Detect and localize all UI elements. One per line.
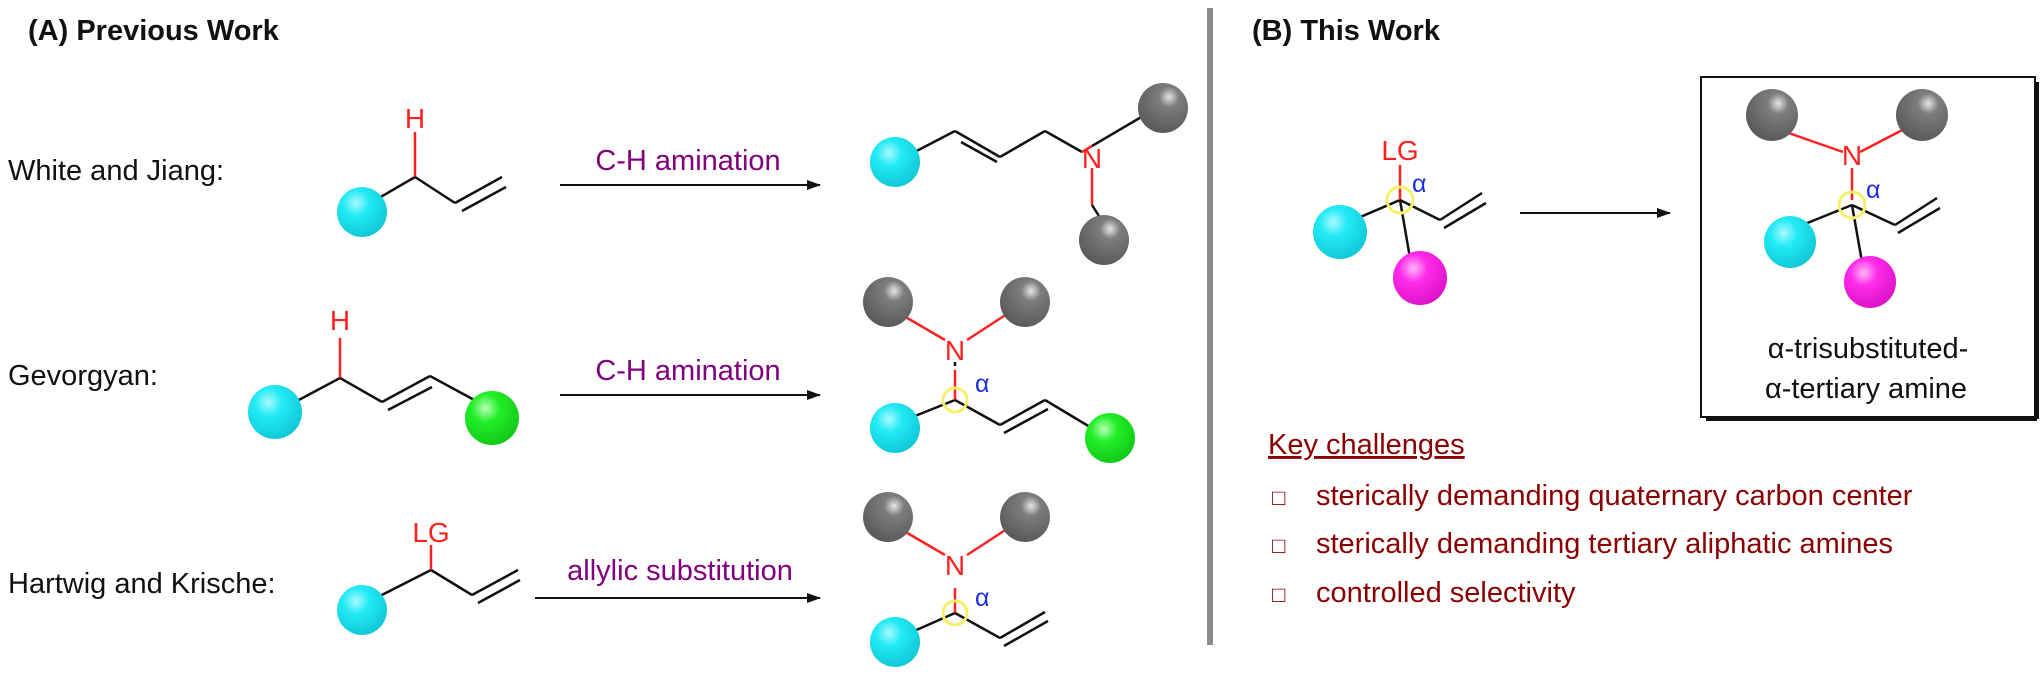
green-substituent-ball: [1085, 413, 1135, 463]
cyan-substituent-ball: [1764, 216, 1816, 268]
row-label: White and Jiang:: [8, 155, 224, 187]
product-nitrogen: N: [1082, 143, 1102, 174]
reagent-molecule: [371, 545, 521, 605]
cyan-substituent-ball: [337, 187, 387, 237]
green-substituent-ball: [465, 391, 519, 445]
gray-amine-substituent-ball: [1138, 83, 1188, 133]
challenge-item: controlled selectivity: [1316, 577, 1576, 609]
arrow-label: allylic substitution: [567, 555, 793, 587]
alpha-label: α: [1412, 170, 1426, 198]
key-challenges: Key challenges □ sterically demanding qu…: [1268, 429, 1913, 609]
gray-amine-substituent-ball: [1746, 89, 1798, 141]
gray-amine-substituent-ball: [1896, 89, 1948, 141]
gray-amine-substituent-ball: [1000, 492, 1050, 542]
reagent-molecule: [371, 132, 507, 213]
cyan-substituent-ball: [1313, 205, 1367, 259]
alpha-carbon-highlight: [1837, 190, 1867, 220]
row-white-jiang: White and Jiang: H C-H amination: [8, 83, 1188, 265]
row-label: Gevorgyan:: [8, 360, 158, 392]
challenges-title: Key challenges: [1268, 429, 1465, 461]
challenge-item: sterically demanding tertiary aliphatic …: [1316, 528, 1893, 560]
alpha-label: α: [1866, 176, 1880, 204]
challenge-item: sterically demanding quaternary carbon c…: [1316, 480, 1913, 512]
panel-b-title: (B) This Work: [1252, 15, 1441, 47]
row-label: Hartwig and Krische:: [8, 568, 276, 600]
alpha-carbon-highlight: [941, 599, 969, 627]
alpha-label: α: [975, 584, 989, 612]
product-caption-line-1: α-trisubstituted-: [1768, 333, 1969, 365]
cyan-substituent-ball: [248, 385, 302, 439]
arrow-label: C-H amination: [595, 355, 780, 387]
cyan-substituent-ball: [870, 617, 920, 667]
gray-amine-substituent-ball: [863, 492, 913, 542]
product-molecule: [1779, 124, 1941, 263]
product-caption-line-2: α-tertiary amine: [1765, 373, 1967, 405]
panel-a-previous-work: (A) Previous Work White and Jiang: H C-H…: [8, 15, 1188, 667]
row-gevorgyan: Gevorgyan: H C-H amination: [8, 277, 1135, 463]
product-nitrogen: N: [1842, 140, 1862, 171]
product-nitrogen: N: [945, 335, 965, 366]
alpha-carbon-highlight: [941, 386, 969, 414]
cyan-substituent-ball: [870, 137, 920, 187]
product-molecule: [896, 525, 1049, 648]
arrow-label: C-H amination: [595, 145, 780, 177]
magenta-substituent-ball: [1393, 251, 1447, 305]
panel-b-this-work: (B) This Work LG α: [1252, 15, 2039, 609]
product-nitrogen: N: [945, 550, 965, 581]
cyan-substituent-ball: [870, 403, 920, 453]
product-molecule: [896, 310, 1096, 435]
gray-amine-substituent-ball: [1000, 277, 1050, 327]
magenta-substituent-ball: [1844, 256, 1896, 308]
gray-amine-substituent-ball: [1079, 215, 1129, 265]
gray-amine-substituent-ball: [863, 277, 913, 327]
reagent-leaving-group: LG: [412, 517, 449, 548]
reagent-hydrogen: H: [405, 103, 425, 134]
challenge-bullet: □: [1272, 533, 1285, 558]
cyan-substituent-ball: [337, 585, 387, 635]
alpha-carbon-highlight: [1385, 185, 1415, 215]
reagent-hydrogen: H: [330, 305, 350, 336]
product-box: N α α-trisubstituted- α-tertiary amine: [1700, 76, 2039, 421]
alpha-label: α: [975, 370, 989, 398]
row-hartwig-krische: Hartwig and Krische: LG allylic substitu…: [8, 492, 1050, 667]
reagent-leaving-group: LG: [1381, 135, 1418, 166]
challenge-bullet: □: [1272, 582, 1285, 607]
product-molecule: [904, 114, 1144, 225]
reagent-molecule: [279, 338, 479, 412]
challenge-bullet: □: [1272, 485, 1285, 510]
panel-a-title: (A) Previous Work: [28, 15, 280, 47]
